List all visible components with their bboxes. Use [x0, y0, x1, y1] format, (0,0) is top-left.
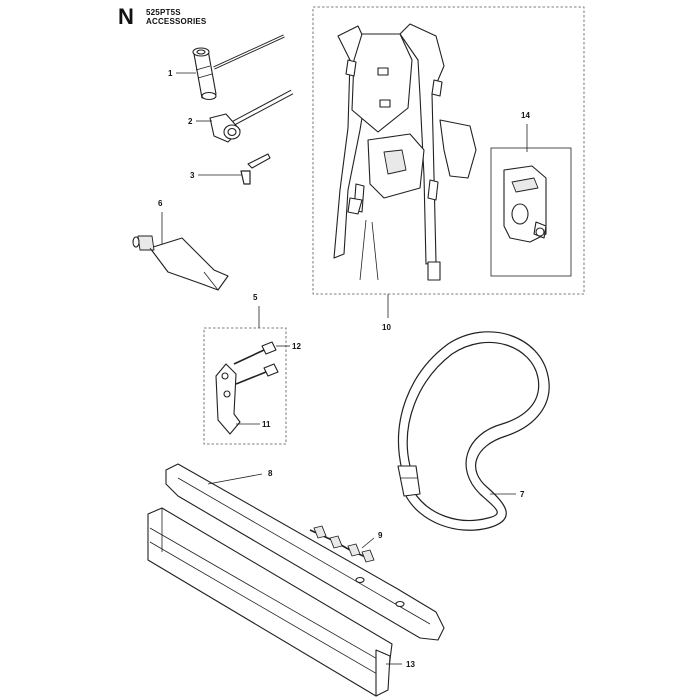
callout-10: 10 [382, 323, 391, 332]
bar-cover-icon [147, 507, 393, 697]
harness-icon [333, 23, 477, 281]
saw-chain-icon [309, 525, 375, 563]
socket-wrench-icon [192, 34, 285, 101]
callout-7: 8 [268, 469, 273, 478]
callout-1: 1 [168, 69, 173, 78]
section-letter: N [118, 4, 134, 29]
callout-6: 7 [520, 490, 525, 499]
bracket-group-box [203, 327, 287, 445]
harness-group-box [312, 6, 585, 295]
hex-key-icon [240, 153, 271, 185]
leader-line-8 [361, 537, 375, 549]
section-title: ACCESSORIES [146, 17, 207, 26]
callout-14: 14 [521, 111, 530, 120]
callout-11: 11 [262, 420, 271, 429]
callout-8: 9 [378, 531, 383, 540]
callout-13: 5 [253, 293, 258, 302]
callout-3: 3 [190, 171, 195, 180]
combination-wrench-icon [209, 89, 294, 143]
model-number: 525PT5S [146, 8, 181, 17]
leader-line-7 [207, 473, 263, 485]
bracket-icon [215, 363, 241, 435]
guide-bar-icon [165, 463, 445, 641]
screw-icon [233, 341, 279, 385]
strap-clip-icon [503, 165, 547, 243]
callout-5: 6 [158, 199, 163, 208]
strap-clip-box [490, 147, 572, 277]
shoulder-strap-icon [397, 331, 550, 531]
callout-12: 12 [292, 342, 301, 351]
callout-2: 2 [188, 117, 193, 126]
callout-9: 13 [406, 660, 415, 669]
grease-tube-icon [132, 235, 229, 291]
